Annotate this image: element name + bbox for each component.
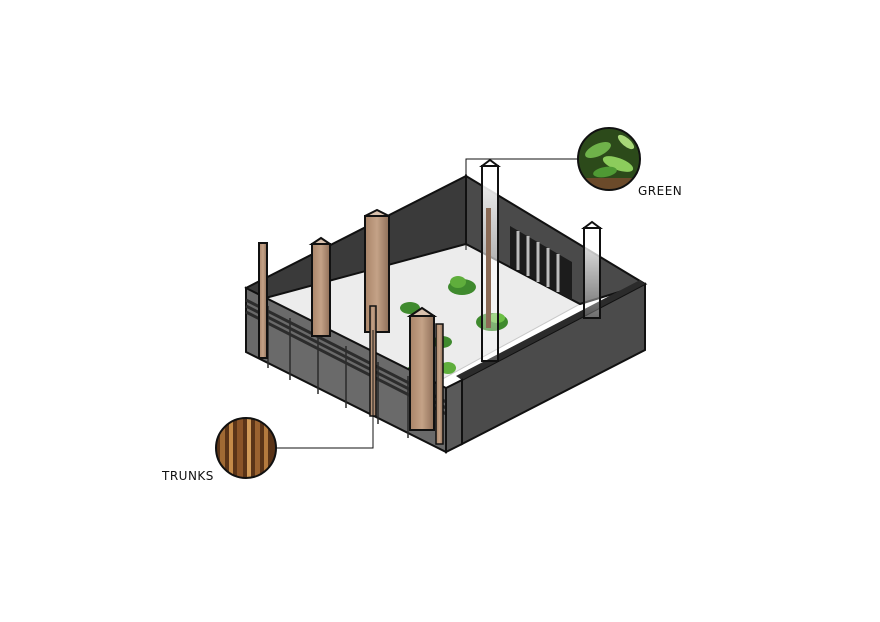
glass-columns <box>479 158 603 362</box>
trunks-texture-thumbnail <box>215 417 277 479</box>
green-label: GREEN <box>638 184 683 198</box>
corner-glass <box>445 378 463 454</box>
trunks-label: TRUNKS <box>162 469 214 483</box>
green-texture-thumbnail <box>577 127 641 191</box>
trunks-leader-line <box>276 330 374 449</box>
window-louvers <box>510 226 572 300</box>
green-leader-line <box>465 158 578 250</box>
